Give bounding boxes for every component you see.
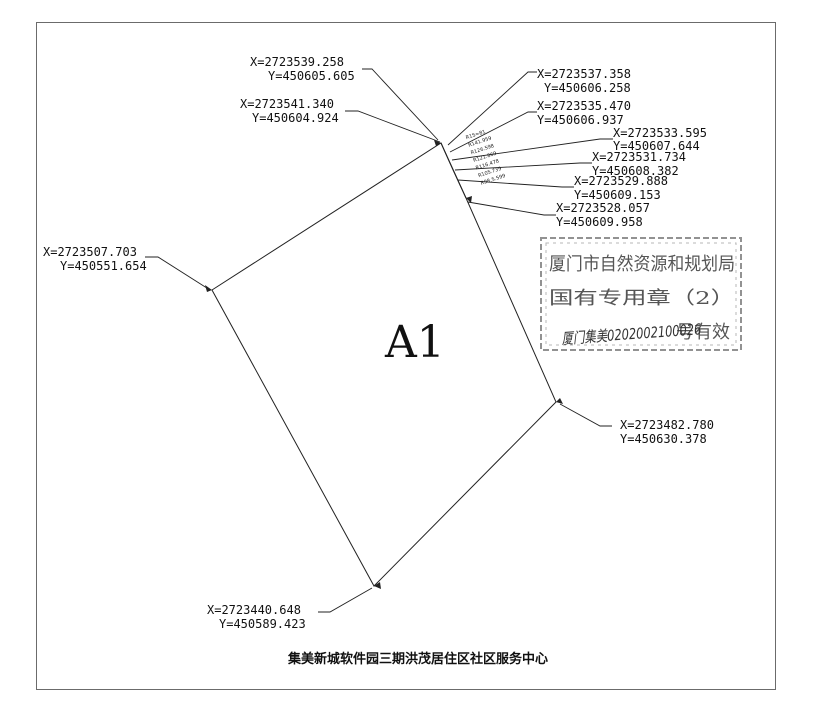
coord-x: X=2723440.648 xyxy=(207,603,301,617)
coord-label-2723541: X=2723541.340 Y=450604.924 xyxy=(240,97,339,125)
coord-label-2723528: X=2723528.057 Y=450609.958 xyxy=(556,201,650,229)
coord-label-2723531: X=2723531.734 Y=450608.382 xyxy=(592,150,686,178)
coord-y: Y=450589.423 xyxy=(219,617,306,631)
coord-label-2723537: X=2723537.358 Y=450606.258 xyxy=(537,67,631,95)
leader-line xyxy=(362,68,439,141)
coord-y: Y=450608.382 xyxy=(592,164,679,178)
coord-y: Y=450604.924 xyxy=(252,111,339,125)
leader-line xyxy=(467,201,556,216)
coord-x: X=2723507.703 xyxy=(43,245,137,259)
coord-label-2723507: X=2723507.703 Y=450551.654 xyxy=(43,245,147,273)
coord-x: X=2723529.888 xyxy=(574,174,668,188)
coord-x: X=2723539.258 xyxy=(250,55,344,69)
coord-label-2723535: X=2723535.470 Y=450606.937 xyxy=(537,99,631,127)
stamp-line-1: 厦门市自然资源和规划局 xyxy=(549,254,735,275)
coord-x: X=2723528.057 xyxy=(556,201,650,215)
coord-x: X=2723535.470 xyxy=(537,99,631,113)
leader-line xyxy=(145,256,211,291)
leader-line xyxy=(449,111,537,153)
leader-line xyxy=(559,403,612,427)
coord-y: Y=450606.258 xyxy=(544,81,631,95)
leader-line xyxy=(345,110,441,143)
leader-line xyxy=(318,587,373,613)
coord-y: Y=450605.605 xyxy=(268,69,355,83)
coord-label-2723539: X=2723539.258 Y=450605.605 xyxy=(250,55,355,83)
leader-line xyxy=(447,71,537,146)
coord-y: Y=450606.937 xyxy=(537,113,624,127)
stamp-line-3: 号有效 xyxy=(676,322,730,343)
parcel-arc-edge xyxy=(440,142,467,199)
stamp-line-2: 国有专用章（2） xyxy=(549,288,735,309)
coord-y: Y=450551.654 xyxy=(60,259,147,273)
leader-line xyxy=(451,138,613,161)
coord-x: X=2723537.358 xyxy=(537,67,631,81)
leader-line xyxy=(457,179,574,188)
vertex-markers xyxy=(205,140,563,589)
coord-x: X=2723531.734 xyxy=(592,150,686,164)
coord-x: X=2723541.340 xyxy=(240,97,334,111)
parcel-label: A1 xyxy=(384,317,445,368)
coord-x: X=2723533.595 xyxy=(613,126,707,140)
drawing-frame xyxy=(36,22,776,690)
coord-label-2723533: X=2723533.595 Y=450607.644 xyxy=(613,126,707,153)
coord-y: Y=450607.644 xyxy=(613,139,700,153)
parcel-boundary xyxy=(211,142,557,587)
coord-y: Y=450630.378 xyxy=(620,432,707,446)
coord-label-2723529: X=2723529.888 Y=450609.153 xyxy=(574,174,668,202)
coord-y: Y=450609.958 xyxy=(556,215,643,229)
coord-x: X=2723482.780 xyxy=(620,418,714,432)
coord-label-2723440: X=2723440.648 Y=450589.423 xyxy=(207,603,306,631)
leader-line xyxy=(454,162,592,171)
drawing-caption: 集美新城软件园三期洪茂居住区社区服务中心 xyxy=(287,651,548,667)
coord-y: Y=450609.153 xyxy=(574,188,661,202)
coord-label-2723482: X=2723482.780 Y=450630.378 xyxy=(620,418,714,446)
official-stamp: 厦门市自然资源和规划局 国有专用章（2） 号有效 厦门集美02020021000… xyxy=(540,237,742,351)
stamp-handwriting: 厦门集美0202002100026 xyxy=(561,320,702,348)
